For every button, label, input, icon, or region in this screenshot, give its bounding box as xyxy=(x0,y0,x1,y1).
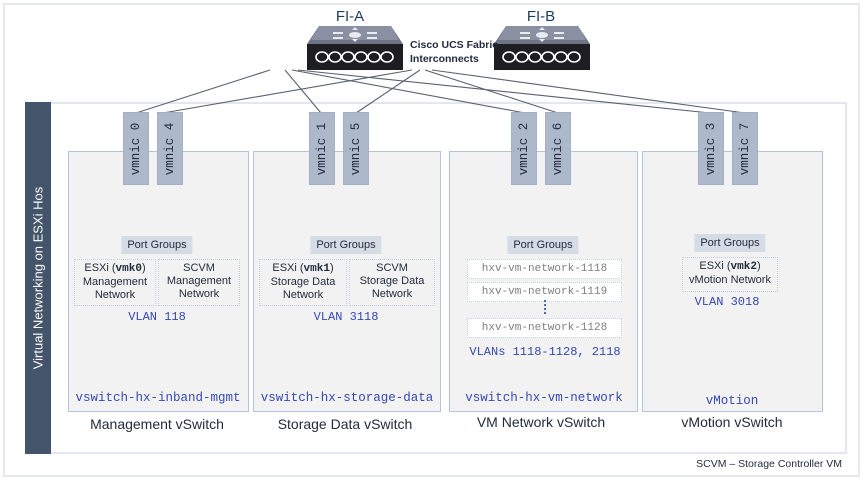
port-groups-title: Port Groups xyxy=(694,234,766,252)
port-group-vm-1128: hxv-vm-network-1128 xyxy=(467,318,622,338)
link-fib-vmnic7 xyxy=(431,69,746,114)
vmnic-1: vmnic 1 xyxy=(309,112,335,185)
vlan-label: VLAN 3118 xyxy=(313,310,379,324)
fi-caption: Cisco UCS Fabric Interconnects xyxy=(410,38,498,66)
link-fia-vmnic3 xyxy=(297,69,711,114)
ellipsis-dots xyxy=(544,300,548,314)
vswitch-vm-network-box xyxy=(449,151,638,412)
link-fib-vmnic4 xyxy=(162,69,413,114)
vlan-label: VLAN 118 xyxy=(128,310,186,324)
port-group-esxi-vmotion: ESXi (vmk2) vMotion Network xyxy=(682,257,778,292)
port-groups-title: Port Groups xyxy=(310,236,382,254)
fi-b-label: FI-B xyxy=(526,8,556,25)
link-fib-vmnic5 xyxy=(355,69,421,114)
fi-a-switch-icon xyxy=(307,26,403,70)
link-fia-vmnic2 xyxy=(291,69,526,114)
host-sidebar xyxy=(25,102,51,454)
vmnic-5: vmnic 5 xyxy=(343,112,369,185)
vswitch-label: Management vSwitch xyxy=(90,416,224,432)
vmnic-7: vmnic 7 xyxy=(732,112,758,185)
port-group-esxi-mgmt: ESXi (vmk0) Management Network xyxy=(74,259,156,306)
link-fia-vmnic0 xyxy=(135,69,271,114)
link-fib-vmnic6 xyxy=(424,69,559,114)
vmnic-3: vmnic 3 xyxy=(698,112,724,185)
port-groups-title: Port Groups xyxy=(507,236,579,254)
vmnic-2: vmnic 2 xyxy=(511,112,537,185)
vmnic-4: vmnic 4 xyxy=(157,112,183,185)
vswitch-label: Storage Data vSwitch xyxy=(277,416,413,432)
diagram-frame xyxy=(3,3,860,477)
vswitch-label: VM Network vSwitch xyxy=(476,414,606,430)
port-group-scvm-mgmt: SCVM Management Network xyxy=(158,259,240,306)
port-group-vm-1118: hxv-vm-network-1118 xyxy=(467,259,622,279)
fi-a-label: FI-A xyxy=(335,8,365,25)
vmnic-6: vmnic 6 xyxy=(545,112,571,185)
fi-b-switch-icon xyxy=(494,26,590,70)
port-groups-title: Port Groups xyxy=(121,236,193,254)
vswitch-name: vMotion xyxy=(705,394,759,408)
vlan-label: VLANs 1118-1128, 2118 xyxy=(469,345,621,359)
vswitch-name: vswitch-hx-vm-network xyxy=(465,391,623,405)
port-group-esxi-storage: ESXi (vmk1) Storage Data Network xyxy=(259,259,347,306)
vlan-label: VLAN 3018 xyxy=(694,295,760,309)
port-group-scvm-storage: SCVM Storage Data Network xyxy=(349,259,435,306)
port-group-vm-1119: hxv-vm-network-1119 xyxy=(467,282,622,302)
vswitch-name: vswitch-hx-inband-mgmt xyxy=(75,391,241,405)
footnote: SCVM – Storage Controller VM xyxy=(696,458,842,470)
vswitch-name: vswitch-hx-storage-data xyxy=(260,391,434,405)
fi-caption-line1: Cisco UCS Fabric xyxy=(410,39,499,51)
fi-caption-line2: Interconnects xyxy=(410,53,479,65)
link-fia-vmnic1 xyxy=(284,69,322,114)
vswitch-label: vMotion vSwitch xyxy=(681,414,783,430)
vmnic-0: vmnic 0 xyxy=(123,112,149,185)
